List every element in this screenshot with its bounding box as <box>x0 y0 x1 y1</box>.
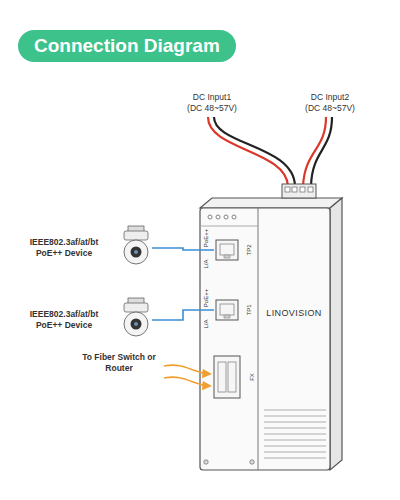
led-label: L/A <box>203 319 211 328</box>
rj45-jack <box>216 240 238 320</box>
poe-cable <box>152 310 214 320</box>
ptz-camera <box>131 319 142 330</box>
device-label: IEEE802.3af/at/bt PoE++ Device <box>20 237 108 258</box>
rj45-jack <box>224 315 230 318</box>
cooling-fin <box>264 428 326 429</box>
switch-housing <box>258 208 259 470</box>
cooling-fin <box>264 416 326 417</box>
rj45-jack <box>220 304 234 315</box>
switch-housing <box>330 198 342 470</box>
sfp-cage <box>214 356 240 398</box>
led-label: L/A <box>203 259 211 268</box>
voltage-label: (DC 48~57V) <box>305 103 355 114</box>
power-input-label: DC Input2 <box>311 92 349 103</box>
cooling-fin <box>264 446 326 447</box>
ptz-camera <box>134 322 138 326</box>
led-label: PoE++ <box>203 229 211 247</box>
terminal-block <box>285 187 290 192</box>
port-label: TP1 <box>245 304 251 315</box>
cooling-fin <box>264 422 326 423</box>
brand-label: LINOVISION <box>258 308 330 318</box>
cooling-fin <box>264 458 326 459</box>
switch-housing <box>200 198 342 208</box>
poe-switch-housing: TP2TP1FX LINOVISION <box>200 208 330 470</box>
port-label: FX <box>249 373 255 381</box>
rj45-port: TP1 <box>214 297 254 323</box>
switch-housing <box>200 208 330 470</box>
sfp-port: FX <box>212 352 256 402</box>
cooling-fin <box>264 410 326 411</box>
terminal-block <box>300 187 305 192</box>
status-led <box>208 215 236 219</box>
ptz-camera <box>124 240 148 264</box>
fiber-uplink-label: To Fiber Switch or Router <box>78 352 160 373</box>
rj45-port: TP2 <box>214 237 254 263</box>
ptz-camera <box>124 226 148 264</box>
poe-device-camera: IEEE802.3af/at/bt PoE++ Device <box>20 298 152 342</box>
switch-housing <box>200 198 342 470</box>
rj45-jack <box>216 300 238 320</box>
status-led <box>224 215 228 219</box>
power-input-label: DC Input1 <box>193 92 231 103</box>
ptz-camera <box>124 298 148 336</box>
ptz-camera <box>134 250 138 254</box>
ptz-camera <box>124 303 148 312</box>
fiber-arrow <box>164 377 210 386</box>
fiber-arrow <box>164 365 210 386</box>
dc-wire <box>303 117 326 186</box>
poe-cable <box>152 248 214 250</box>
terminal-block <box>282 184 316 198</box>
housing-screw <box>204 460 208 464</box>
ptz-camera <box>124 312 148 336</box>
sfp-cage <box>218 362 226 392</box>
rj45-jack <box>220 244 234 255</box>
fiber-arrow <box>164 365 210 374</box>
cooling-fin <box>264 440 326 441</box>
rj45-jack <box>216 240 238 260</box>
housing-screw <box>250 460 254 464</box>
ptz-camera <box>131 247 142 258</box>
sfp-cage <box>228 362 236 392</box>
terminal-block <box>308 187 313 192</box>
dc-wire <box>208 117 288 186</box>
title-banner: Connection Diagram <box>18 30 236 62</box>
status-led <box>232 215 236 219</box>
poe-device-camera: IEEE802.3af/at/bt PoE++ Device <box>20 226 152 270</box>
rj45-jack <box>224 255 230 258</box>
voltage-label: (DC 48~57V) <box>187 103 237 114</box>
device-label: IEEE802.3af/at/bt PoE++ Device <box>20 309 108 330</box>
cooling-fin <box>264 434 326 435</box>
terminal-block <box>292 187 297 192</box>
dc-wire <box>208 117 332 186</box>
cooling-fin <box>264 410 326 458</box>
housing-screw <box>204 460 254 464</box>
dc-wire <box>311 117 332 186</box>
switch-housing <box>200 226 258 227</box>
terminal-block <box>282 184 316 198</box>
ptz-camera <box>124 231 148 240</box>
led-label: PoE++ <box>203 289 211 307</box>
status-led <box>208 215 212 219</box>
sfp-cage <box>214 356 240 398</box>
port-label: TP2 <box>245 244 251 255</box>
status-led <box>216 215 220 219</box>
cooling-fin <box>264 452 326 453</box>
dc-wire <box>214 117 295 186</box>
